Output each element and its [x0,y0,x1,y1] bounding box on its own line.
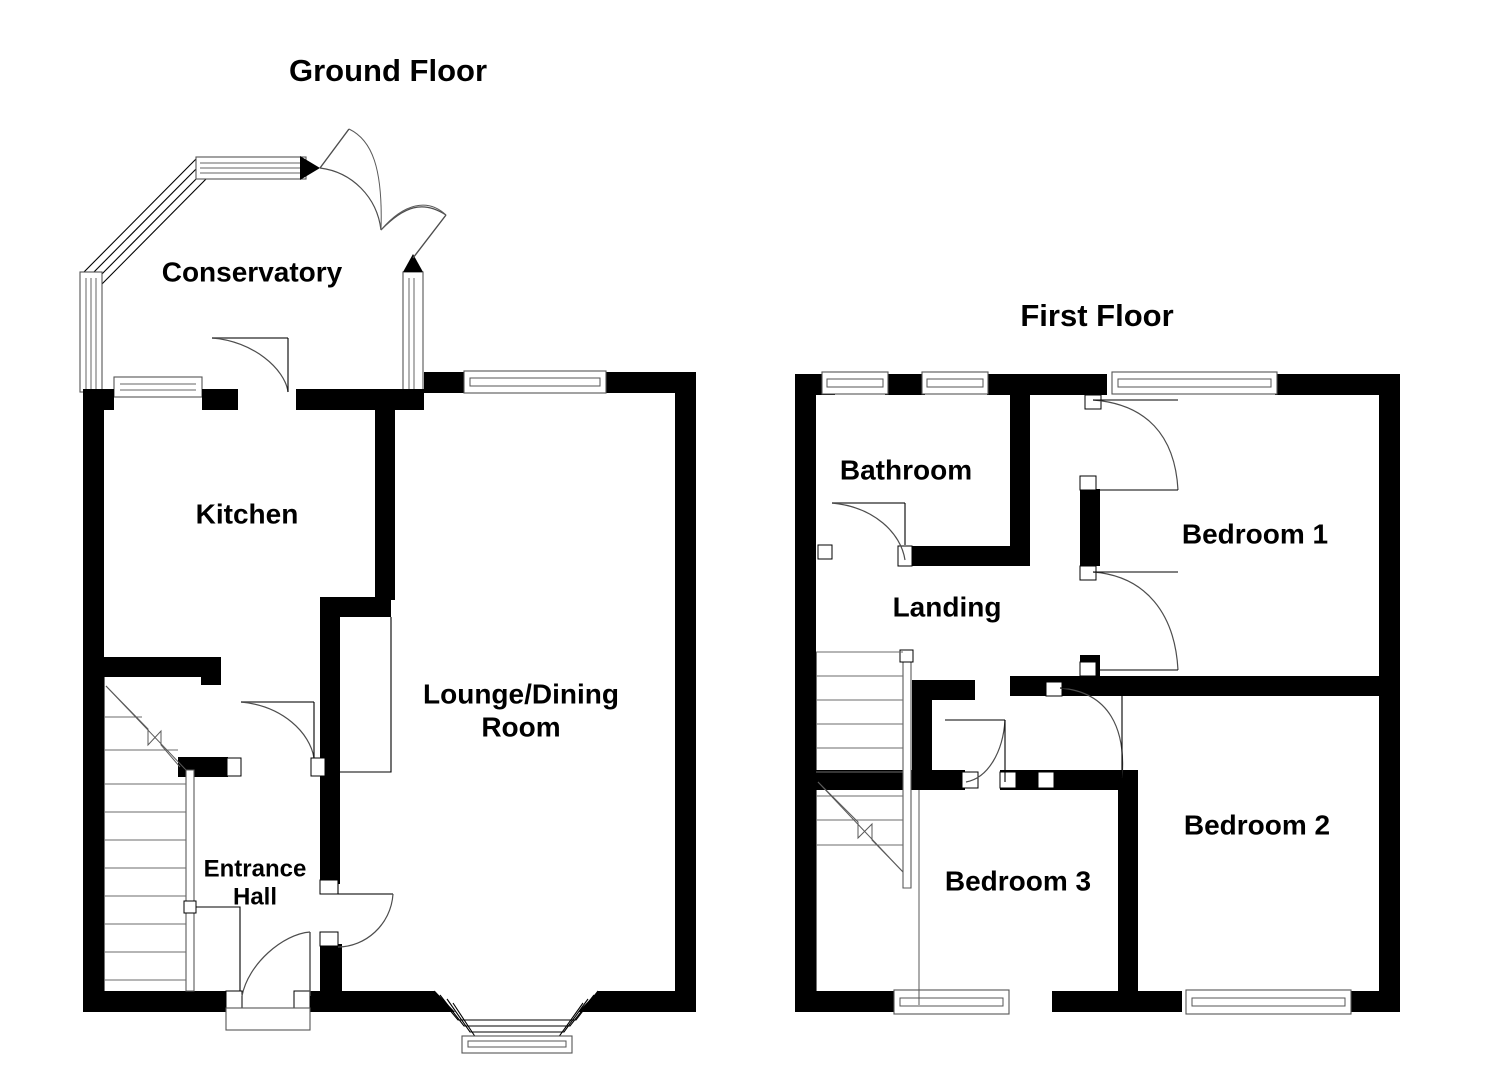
first-floor-staircase [815,649,914,991]
room-label-lounge-dining: Lounge/Dining Room [423,678,619,742]
ground-floor-doors [225,701,394,1031]
room-label-entrance-hall-line1: Entrance [204,855,307,882]
door-swing-hall-lounge [240,701,315,759]
conservatory-door-swing-1 [319,167,382,231]
room-label-entrance-hall: Entrance Hall [204,855,307,910]
conservatory-structure [79,128,447,398]
conservatory-door-marker-2 [403,254,423,272]
first-floor-title: First Floor [1020,298,1173,333]
ground-floor-group: Ground Floor Conservatory Kitchen Lounge… [79,53,696,1054]
room-label-landing: Landing [893,591,1002,622]
door-swing-bedroom2 [1059,687,1124,779]
ground-floor-title: Ground Floor [289,53,487,88]
conservatory-door-swing-2 [380,206,447,231]
door-swing-lounge-hall [337,893,394,948]
door-swing-front [241,931,311,997]
room-label-conservatory: Conservatory [162,256,343,287]
room-label-bedroom-2: Bedroom 2 [1184,809,1330,840]
first-floor-doors [817,394,1179,789]
ground-floor-windows [463,370,607,394]
first-floor-windows [821,371,1352,1015]
window-conservatory-bottom [113,376,203,398]
ground-floor-walls [83,372,696,1012]
room-label-kitchen: Kitchen [196,498,299,529]
door-swing-bathroom [831,502,906,561]
room-label-lounge-dining-line1: Lounge/Dining [423,678,619,709]
room-label-bathroom: Bathroom [840,454,972,485]
first-floor-walls [795,374,1400,1012]
room-label-entrance-hall-line2: Hall [233,883,277,910]
conservatory-kitchen-door-swing [211,337,289,393]
front-door-threshold [225,1007,311,1031]
bay-window-lounge [412,990,620,1054]
door-swing-bedroom1-upper [1092,399,1179,491]
door-swing-bedroom3 [965,719,1006,783]
first-floor-group: First Floor Bathroom Landing Bedroom 1 B… [795,298,1400,1015]
room-label-bedroom-1: Bedroom 1 [1182,518,1328,549]
conservatory-door-marker-1 [300,156,320,180]
room-label-bedroom-3: Bedroom 3 [945,865,1091,896]
door-swing-bedroom1-lower [1092,571,1179,671]
room-label-lounge-dining-line2: Room [481,711,560,742]
ground-floor-staircase [103,677,241,992]
